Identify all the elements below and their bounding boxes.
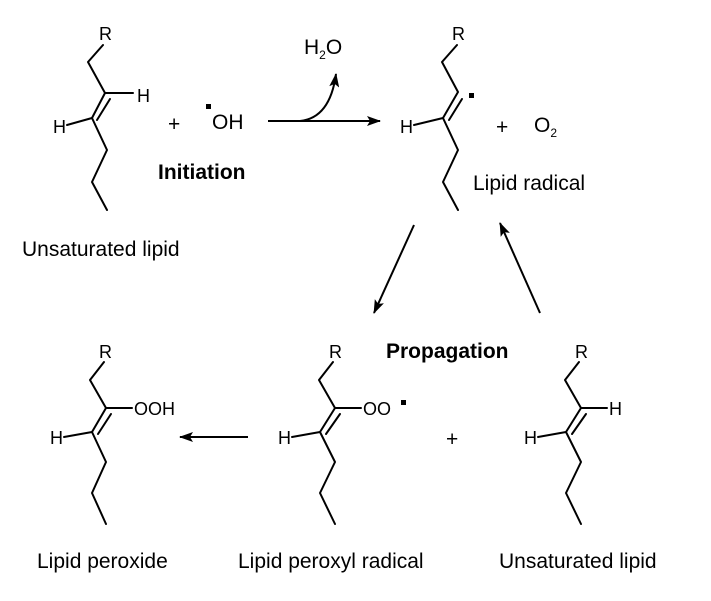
carbon-chain	[441, 44, 459, 211]
ch-bond	[63, 431, 93, 438]
h-label: H	[137, 86, 150, 106]
radical-dot	[206, 104, 211, 109]
lipid-peroxyl-radical-molecule: R H OO	[278, 342, 406, 525]
r-label: R	[99, 342, 112, 362]
hydroperoxy-label: OOH	[134, 399, 175, 419]
double-bond	[571, 413, 587, 435]
r-label: R	[329, 342, 342, 362]
unsaturated-lipid-top-molecule: R H H	[53, 24, 150, 211]
propagation-arrow-down	[373, 224, 415, 314]
radical-dot	[401, 400, 406, 405]
caption-unsaturated-lipid-bottom: Unsaturated lipid	[499, 550, 657, 573]
radical-dot	[469, 93, 474, 98]
ch-bond	[413, 117, 444, 126]
propagation-arrow-up	[499, 222, 541, 314]
ch-bond	[66, 117, 93, 126]
double-bond	[325, 413, 341, 435]
caption-lipid-radical: Lipid radical	[473, 172, 585, 195]
double-bond	[448, 98, 463, 121]
propagation-label: Propagation	[386, 340, 509, 363]
r-label: R	[452, 24, 465, 44]
caption-lipid-peroxide: Lipid peroxide	[37, 550, 168, 573]
lipid-peroxide-molecule: R H OOH	[50, 342, 175, 525]
ch-bond	[291, 431, 321, 438]
ch-bond	[537, 431, 567, 438]
carbon-chain	[89, 361, 107, 525]
r-label: R	[575, 342, 588, 362]
caption-unsaturated-lipid-top: Unsaturated lipid	[22, 238, 180, 261]
plus-sign: +	[496, 116, 508, 139]
water-label: H2O	[304, 36, 342, 62]
h-label: H	[50, 428, 63, 448]
unsaturated-lipid-bottom-molecule: R H H	[524, 342, 622, 525]
double-bond	[97, 413, 112, 435]
plus-sign: +	[446, 428, 458, 451]
caption-lipid-peroxyl-radical: Lipid peroxyl radical	[238, 550, 424, 573]
carbon-chain	[318, 361, 336, 525]
hydroxyl-label: OH	[212, 111, 244, 134]
initiation-label: Initiation	[158, 161, 246, 184]
carbon-chain	[87, 44, 108, 211]
h-label: H	[609, 399, 622, 419]
double-bond	[96, 98, 111, 121]
h-label: H	[53, 117, 66, 137]
h-label: H	[278, 428, 291, 448]
h-label: H	[400, 117, 413, 137]
carbon-chain	[564, 361, 582, 525]
plus-sign: +	[168, 113, 180, 136]
peroxyl-label: OO	[363, 399, 391, 419]
r-label: R	[99, 24, 112, 44]
oxygen-label: O2	[534, 114, 557, 140]
water-release-arrow	[299, 73, 340, 122]
h-label: H	[524, 428, 537, 448]
lipid-radical-molecule: R H	[400, 24, 474, 211]
